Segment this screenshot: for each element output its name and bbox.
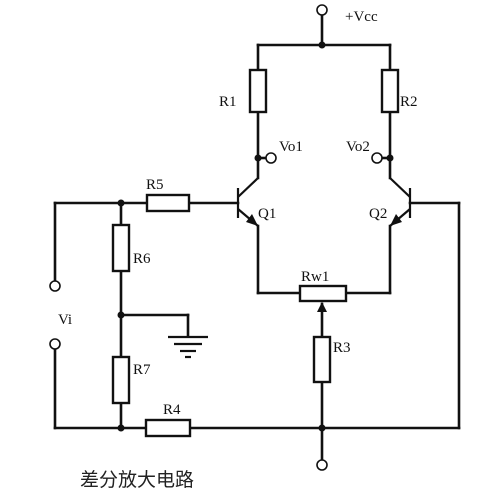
terminal-vo2 (371, 152, 383, 164)
junction-r7-bottom (117, 424, 125, 432)
label-r7: R7 (133, 362, 151, 378)
label-r2: R2 (400, 94, 418, 110)
resistor-r1 (248, 68, 268, 114)
label-r6: R6 (133, 251, 151, 267)
label-r1: R1 (219, 94, 237, 110)
label-r3: R3 (333, 340, 351, 356)
ground-icon (168, 335, 208, 359)
q2-collector-lead (389, 177, 411, 198)
q2-emitter-arrow-icon (390, 214, 402, 226)
junction-r3-bottom (318, 424, 326, 432)
wiper-arrow-icon (317, 302, 327, 312)
potentiometer-rw1 (298, 284, 348, 303)
label-q2: Q2 (369, 206, 387, 222)
terminal-vi-top (49, 280, 61, 292)
junction-vcc (318, 41, 326, 49)
q1-emitter-arrow-icon (246, 214, 258, 226)
label-vcc: +Vcc (345, 9, 378, 25)
terminal-vcc (316, 4, 328, 16)
resistor-r6 (111, 223, 131, 273)
label-q1: Q1 (258, 206, 276, 222)
resistor-r2 (380, 68, 400, 114)
terminal-bottom (316, 459, 328, 471)
junction-vo1 (254, 154, 262, 162)
q1-collector-lead (237, 177, 259, 198)
label-r5: R5 (146, 177, 164, 193)
junction-ground (117, 311, 125, 319)
label-rw1: Rw1 (301, 269, 329, 285)
diagram-caption: 差分放大电路 (80, 469, 194, 491)
resistor-r7 (111, 355, 131, 405)
terminal-vi-bottom (49, 338, 61, 350)
terminal-vo1 (265, 152, 277, 164)
junction-r6-top (117, 199, 125, 207)
label-vo2: Vo2 (346, 139, 370, 155)
transistor-q2 (389, 177, 412, 227)
resistor-r3 (312, 335, 332, 384)
resistor-r5 (145, 193, 191, 213)
resistor-r4 (144, 418, 192, 438)
label-vo1: Vo1 (279, 139, 303, 155)
label-r4: R4 (163, 402, 181, 418)
transistor-q1 (236, 177, 259, 227)
junction-vo2 (386, 154, 394, 162)
label-vi: Vi (58, 312, 72, 328)
